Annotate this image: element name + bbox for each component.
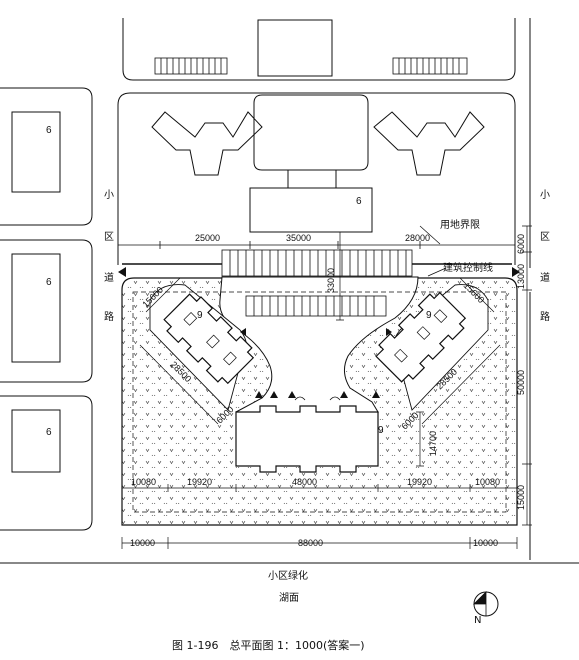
figure-caption: 图 1-196 总平面图 1：1000(答案一): [172, 638, 365, 652]
entry-arrow-east: [512, 267, 520, 277]
storey-label-center: 6: [356, 196, 362, 207]
dim-top-2: 35000: [286, 233, 311, 243]
svg-text:路: 路: [104, 310, 114, 323]
dim-inner-4: 19920: [407, 477, 432, 487]
y-building-east: [373, 111, 485, 176]
parking-north-row: [221, 249, 413, 277]
south-slab-building: [235, 396, 379, 473]
tower-west: [163, 293, 255, 385]
dim-right-1: 6000: [516, 234, 526, 254]
dim-inner-2: 19920: [187, 477, 212, 487]
dim-column-right: [522, 225, 532, 526]
dim-center-vertical: 33000: [326, 268, 336, 293]
label-lake: 湖面: [279, 592, 299, 604]
label-building-line: 建筑控制线: [443, 261, 493, 274]
dim-inner-1: 10080: [131, 477, 156, 487]
label-green: 小区绿化: [268, 569, 308, 582]
north-arrow-icon: [473, 591, 499, 617]
dropoff-arrows: [240, 328, 392, 398]
svg-text:小: 小: [540, 189, 550, 201]
dim-right-3: 50000: [516, 370, 526, 395]
storey-label-west-1: 6: [46, 125, 52, 136]
svg-text:路: 路: [540, 310, 550, 323]
dim-outer-2: 88000: [298, 538, 323, 548]
svg-text:区: 区: [540, 231, 550, 243]
storey-label-tower-west: 9: [197, 310, 203, 321]
svg-text:道: 道: [104, 271, 114, 284]
dim-outer-1: 10000: [130, 538, 155, 548]
north-parking-right: [392, 57, 468, 75]
dim-right-4: 15000: [516, 485, 526, 510]
dim-top-1: 25000: [195, 233, 220, 243]
dim-outer-3: 10000: [473, 538, 498, 548]
north-label: N: [474, 615, 481, 626]
svg-text:道: 道: [540, 271, 550, 284]
dim-row-outer: [121, 537, 518, 549]
storey-label-tower-east: 9: [426, 310, 432, 321]
storey-label-south-slab: 9: [378, 425, 384, 436]
y-building-west: [151, 111, 263, 176]
dim-right-2: 13000: [516, 264, 526, 289]
north-parking-left: [154, 57, 228, 75]
west-neighbour-blocks: [0, 87, 93, 531]
dim-row-inner: [121, 484, 518, 492]
dim-inner-3: 48000: [292, 477, 317, 487]
dim-slab-depth: 14700: [428, 431, 438, 456]
dim-inner-5: 10080: [475, 477, 500, 487]
tower-east: [375, 291, 467, 383]
dim-top-3: 28000: [405, 233, 430, 243]
storey-label-west-2: 6: [46, 277, 52, 288]
svg-text:区: 区: [104, 231, 114, 243]
road-label-west: 小 区 道 路: [104, 189, 114, 323]
storey-label-west-3: 6: [46, 427, 52, 438]
label-land-boundary: 用地界限: [440, 218, 480, 231]
parking-south-row: [245, 295, 387, 317]
svg-text:小: 小: [104, 189, 114, 201]
upper-site-area: [117, 92, 516, 265]
road-label-east: 小 区 道 路: [540, 189, 550, 323]
north-neighbour-block: [122, 18, 516, 81]
building-control-line: [132, 291, 507, 513]
entry-arrow-west: [118, 267, 126, 277]
